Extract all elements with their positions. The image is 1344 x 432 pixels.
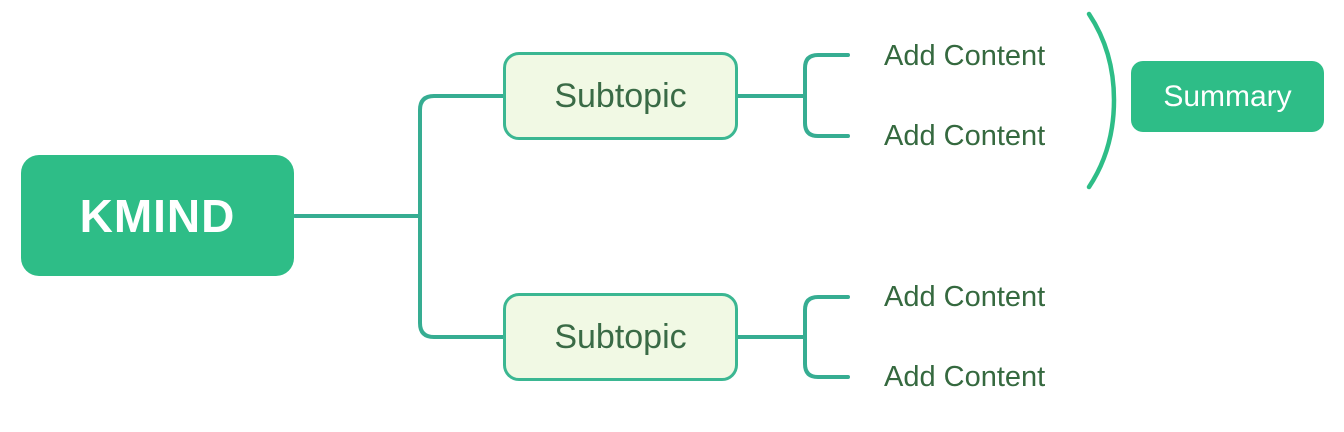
connector-trunk-subtopics <box>418 94 505 339</box>
child-topic-placeholder[interactable]: Add Content <box>884 280 1046 313</box>
summary-brace <box>1086 11 1117 190</box>
child-topic-placeholder[interactable]: Add Content <box>884 360 1046 393</box>
subtopic-node-1[interactable]: Subtopic <box>503 52 738 140</box>
root-topic-label: KMIND <box>79 189 236 242</box>
connector-subtopic2-children <box>803 295 850 379</box>
subtopic-label: Subtopic <box>554 317 687 356</box>
summary-label: Summary <box>1163 79 1292 113</box>
subtopic-node-2[interactable]: Subtopic <box>503 293 738 381</box>
child-topic-placeholder[interactable]: Add Content <box>884 119 1046 152</box>
child-topic-placeholder[interactable]: Add Content <box>884 39 1046 72</box>
connector-subtopic1-children <box>803 53 850 138</box>
root-topic-node[interactable]: KMIND <box>21 155 294 276</box>
summary-node[interactable]: Summary <box>1131 61 1324 132</box>
subtopic-label: Subtopic <box>554 76 687 115</box>
